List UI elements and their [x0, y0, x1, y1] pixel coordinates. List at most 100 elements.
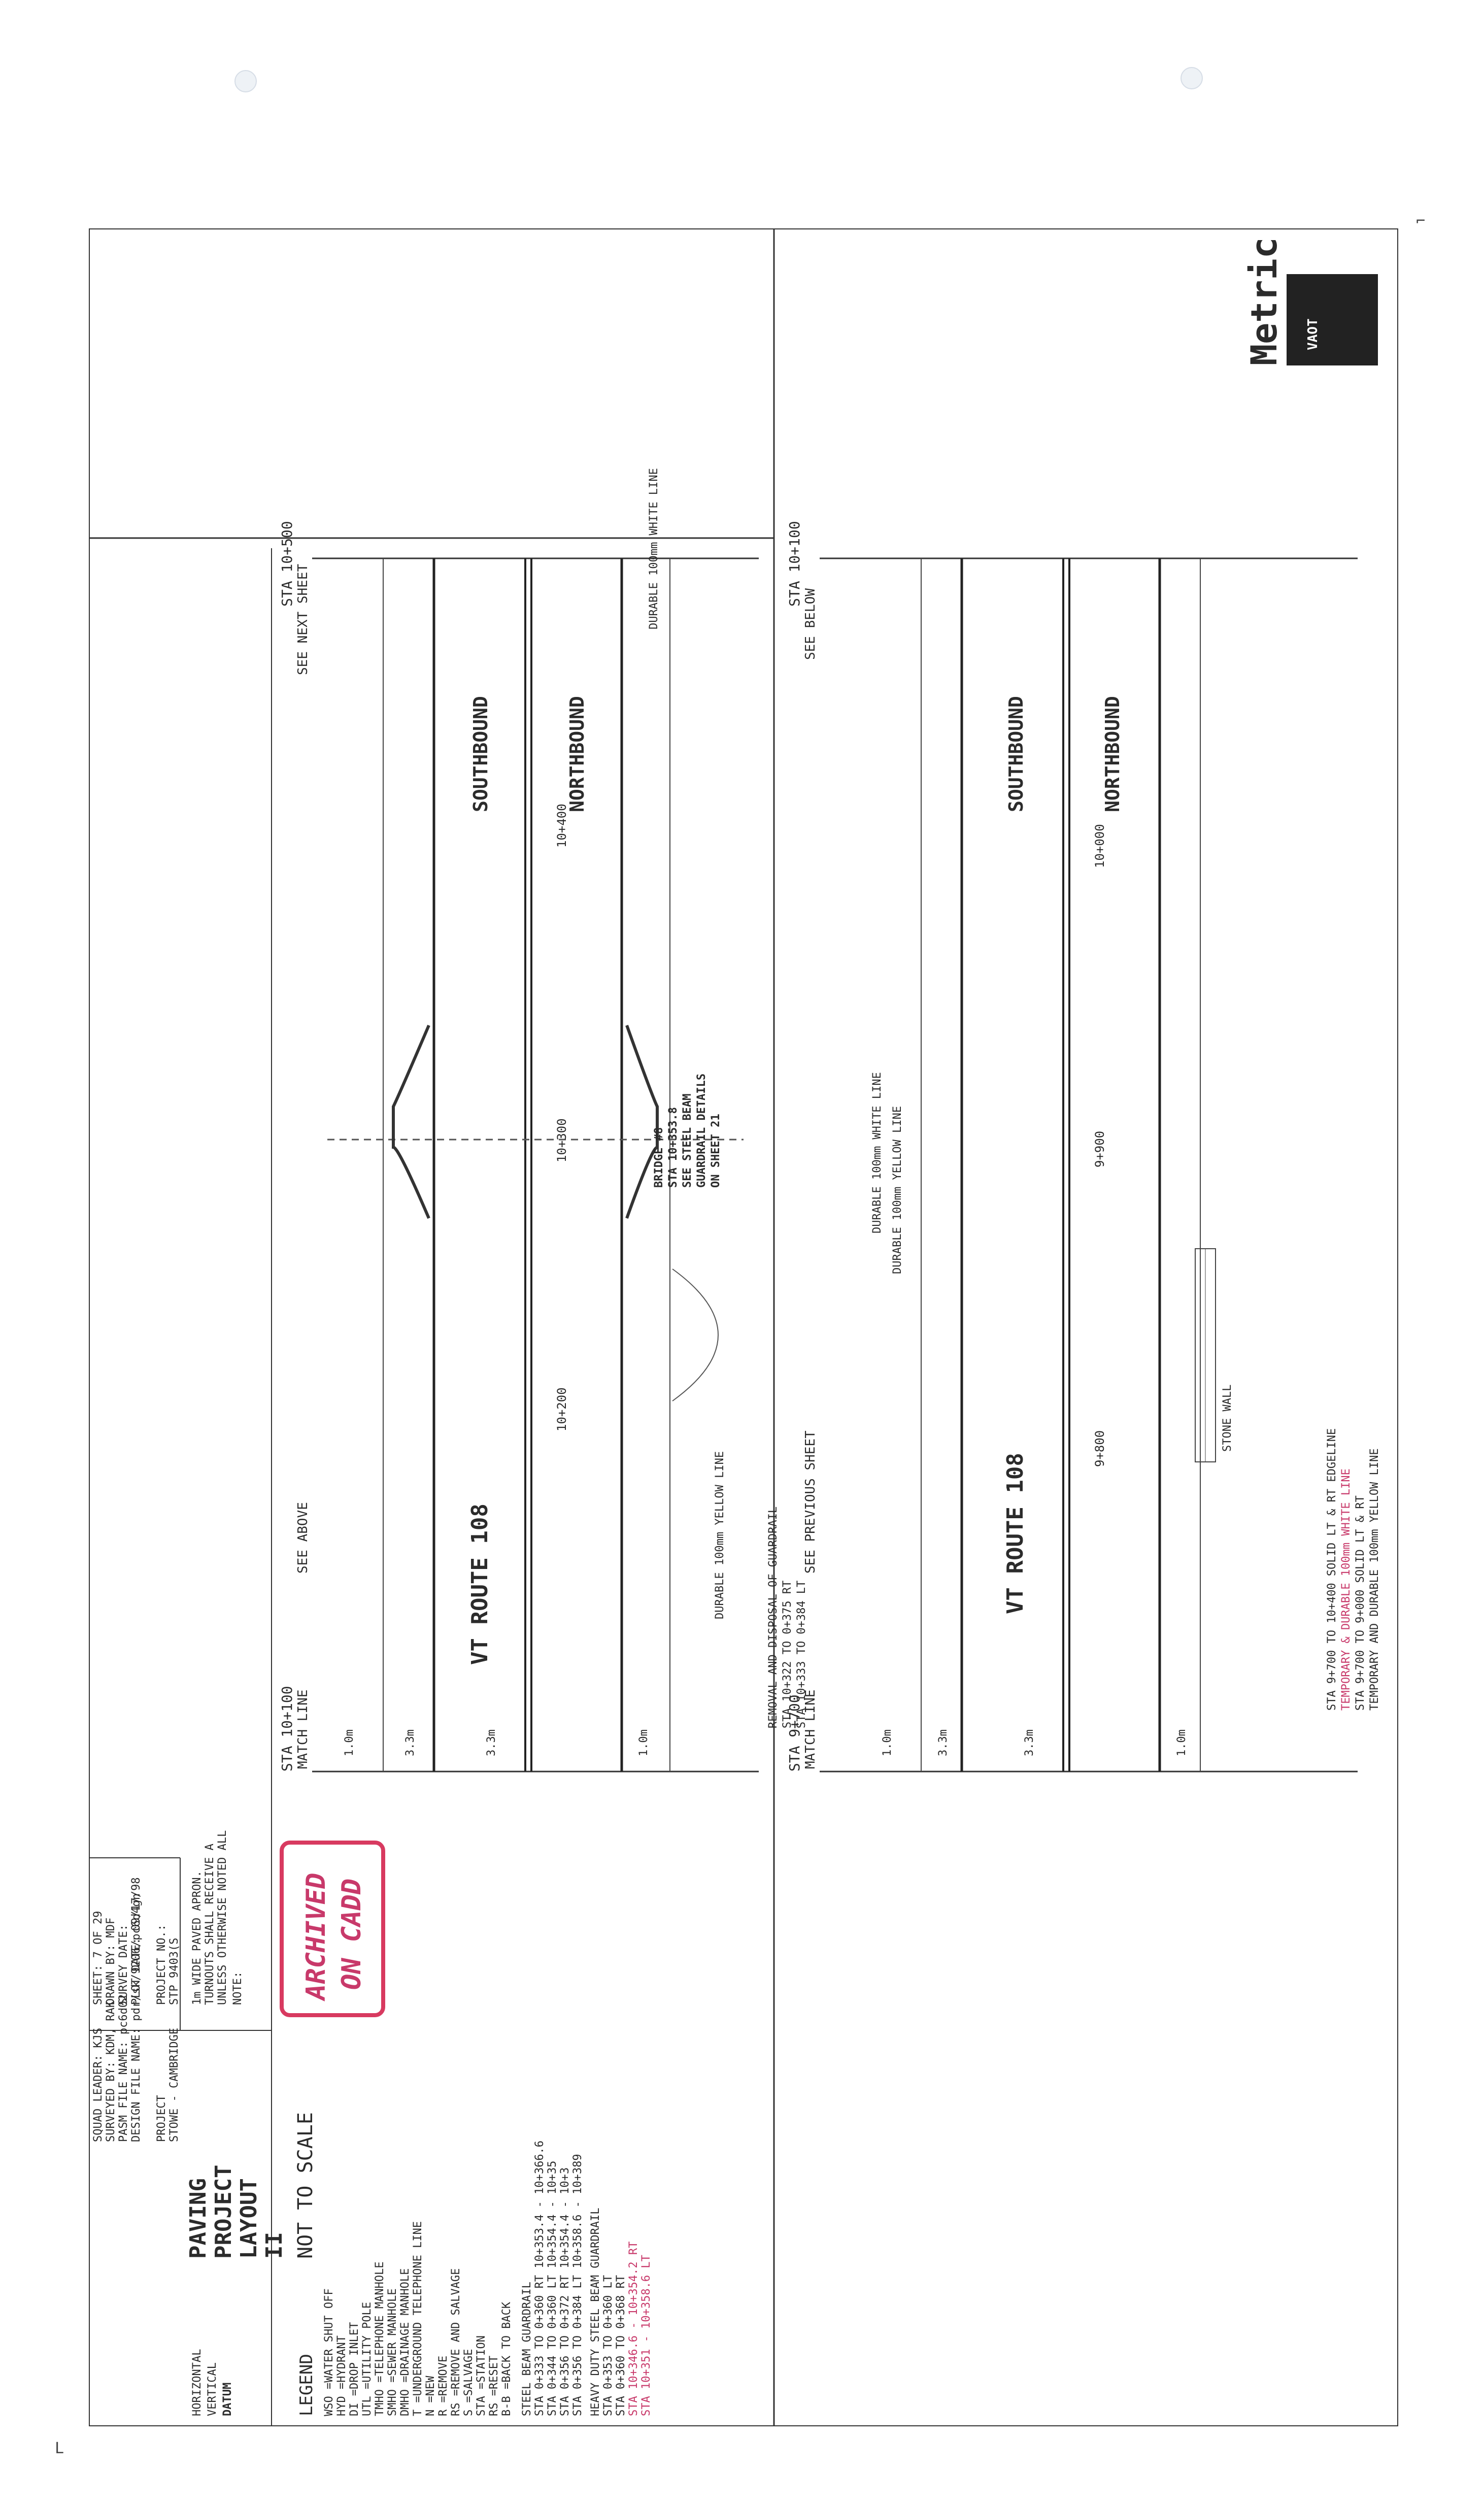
svg-text:LEGEND: LEGEND: [296, 2354, 317, 2416]
durable-white-note: DURABLE 100mm WHITE LINE: [648, 468, 660, 629]
plan-sheet-rotated: MATCH LINE SEE ABOVE STA 10+100 STA 10+5…: [88, 227, 1399, 2427]
svg-text:STA 9+700 TO 9+000 SOLID LT &: STA 9+700 TO 9+000 SOLID LT & RT: [1354, 1495, 1367, 1711]
svg-text:ON SHEET 21: ON SHEET 21: [710, 1114, 722, 1188]
corner-mark: L: [55, 2440, 64, 2457]
svg-text:R =REMOVE: R =REMOVE: [437, 2356, 450, 2416]
route-label: VT ROUTE 108: [1002, 1453, 1028, 1614]
svg-text:VAOT: VAOT: [1305, 318, 1321, 350]
svg-text:ARCHIVED: ARCHIVED: [301, 1873, 331, 2001]
durable-yellow-note: DURABLE 100mm YELLOW LINE: [891, 1106, 904, 1274]
svg-text:SURVEY DATE:: SURVEY DATE:: [117, 1924, 130, 2005]
see-previous-label: SEE PREVIOUS SHEET: [803, 1430, 818, 1574]
svg-text:VERTICAL: VERTICAL: [206, 2362, 219, 2416]
svg-text:REMOVAL AND DISPOSAL OF GUARDR: REMOVAL AND DISPOSAL OF GUARDRAIL: [767, 1507, 780, 1728]
sta-start-label: STA 10+100: [279, 1686, 295, 1772]
station-label: 10+000: [1093, 824, 1107, 868]
stone-wall-label: STONE WALL: [1221, 1385, 1234, 1452]
svg-text:DMHO =DRAINAGE MANHOLE: DMHO =DRAINAGE MANHOLE: [399, 2268, 412, 2416]
svg-text:SURVEYED BY: KDM, RAK: SURVEYED BY: KDM, RAK: [105, 2000, 117, 2142]
svg-text:N =NEW: N =NEW: [424, 2376, 437, 2416]
line-note: TEMPORARY AND DURABLE 100mm YELLOW LINE …: [1326, 1428, 1381, 1711]
corner-mark: ⌐: [1416, 212, 1426, 230]
lane-width: 3.3m: [404, 1729, 417, 1756]
svg-text:TEMPORARY AND DURABLE 100mm YE: TEMPORARY AND DURABLE 100mm YELLOW LINE: [1368, 1448, 1381, 1711]
svg-text:STA 10+333 TO 0+384 LT: STA 10+333 TO 0+384 LT: [795, 1581, 808, 1728]
legend: LEGEND WSO =WATER SHUT OFF HYD =HYDRANT …: [296, 2141, 653, 2416]
svg-text:STA 0+356 TO 0+372 RT 10+354.4: STA 0+356 TO 0+372 RT 10+354.4 - 10+3: [559, 2167, 571, 2416]
svg-text:PASM FILE NAME: pc6d02: PASM FILE NAME: pc6d02: [117, 1994, 130, 2142]
svg-text:SQUAD LEADER: KJS: SQUAD LEADER: KJS: [92, 2028, 105, 2142]
svg-text:STA 9+700 TO 10+400 SOLID LT &: STA 9+700 TO 10+400 SOLID LT & RT EDGELI…: [1326, 1428, 1338, 1711]
see-below-label: SEE BELOW: [803, 588, 818, 660]
lane-width: 1.0m: [343, 1729, 356, 1756]
title-block: PAVING PROJECT LAYOUT II NOT TO SCALE PR…: [92, 1830, 317, 2259]
station-label: 10+300: [555, 1118, 569, 1162]
removal-note: REMOVAL AND DISPOSAL OF GUARDRAIL STA 10…: [767, 1507, 808, 1728]
northbound-label: NORTHBOUND: [1101, 696, 1124, 812]
svg-text:LAYOUT: LAYOUT: [236, 2178, 262, 2259]
not-to-scale: NOT TO SCALE: [294, 2112, 317, 2259]
plan-drawing: MATCH LINE SEE ABOVE STA 10+100 STA 10+5…: [88, 227, 1399, 2427]
station-label: 9+800: [1093, 1430, 1107, 1467]
svg-text:STA 10+322 TO 0+375 RT: STA 10+322 TO 0+375 RT: [781, 1581, 794, 1728]
lane-width: 3.3m: [485, 1729, 498, 1756]
svg-text:HEAVY DUTY STEEL BEAM GUARDRAI: HEAVY DUTY STEEL BEAM GUARDRAIL: [589, 2208, 602, 2416]
sta-end-label: STA 10+100: [786, 521, 803, 607]
svg-text:RS =RESET: RS =RESET: [488, 2356, 500, 2416]
svg-text:TMHO =TELEPHONE MANHOLE: TMHO =TELEPHONE MANHOLE: [374, 2261, 386, 2416]
svg-text:STA 10+346.6 - 10+354.2 RT: STA 10+346.6 - 10+354.2 RT: [627, 2242, 640, 2416]
metric-logo: VAOT Metric: [1243, 237, 1378, 365]
bridge-note: BRIDGE #8 STA 10+353.8 SEE STEEL BEAM GU…: [653, 1074, 722, 1188]
svg-text:NOTE:: NOTE:: [231, 1972, 244, 2005]
svg-text:STA =STATION: STA =STATION: [475, 2335, 488, 2416]
svg-text:TEMPORARY & DURABLE 100mm WHIT: TEMPORARY & DURABLE 100mm WHITE LINE: [1340, 1468, 1353, 1711]
lane-width: 1.0m: [637, 1729, 650, 1756]
svg-text:UNLESS OTHERWISE NOTED ALL: UNLESS OTHERWISE NOTED ALL: [216, 1830, 229, 2005]
svg-text:PLOT DATE: 09/17/98: PLOT DATE: 09/17/98: [130, 1877, 143, 2005]
punch-hole: [234, 70, 257, 92]
svg-text:SMHO =SEWER MANHOLE: SMHO =SEWER MANHOLE: [386, 2288, 399, 2416]
svg-text:PAVING: PAVING: [185, 2178, 211, 2259]
svg-text:1m WIDE PAVED APRON.: 1m WIDE PAVED APRON.: [191, 1871, 204, 2005]
archived-stamp: ARCHIVED ON CADD: [280, 1841, 385, 2017]
svg-text:STA 10+353.8: STA 10+353.8: [667, 1107, 680, 1188]
durable-yellow-note: DURABLE 100mm YELLOW LINE: [714, 1451, 726, 1619]
see-above-label: SEE ABOVE: [295, 1502, 311, 1574]
svg-text:WSO =WATER SHUT OFF: WSO =WATER SHUT OFF: [323, 2288, 335, 2416]
svg-text:B-B =BACK TO BACK: B-B =BACK TO BACK: [500, 2301, 513, 2416]
sta-end-label: STA 10+500: [279, 521, 295, 607]
svg-text:HYD =HYDRANT: HYD =HYDRANT: [335, 2335, 348, 2416]
svg-text:STA 0+360 TO 0+368 RT: STA 0+360 TO 0+368 RT: [615, 2275, 627, 2416]
station-label: 10+200: [555, 1387, 569, 1431]
svg-text:DESIGN FILE NAME: pdr/sk/9206/: DESIGN FILE NAME: pdr/sk/9206/pc6d4gn: [130, 1893, 143, 2142]
svg-text:PROJECT: PROJECT: [211, 2165, 237, 2259]
punch-hole: [1181, 67, 1203, 89]
lane-width: 1.0m: [881, 1729, 894, 1756]
svg-text:DATUM: DATUM: [221, 2383, 234, 2416]
svg-text:STA 0+356 TO 0+384 LT 10+358.6: STA 0+356 TO 0+384 LT 10+358.6 - 10+389: [571, 2154, 584, 2416]
svg-text:PROJECT: PROJECT: [155, 2095, 168, 2142]
match-line-label: MATCH LINE: [295, 1689, 311, 1769]
match-line-label: MATCH LINE: [803, 1689, 818, 1769]
southbound-label: SOUTHBOUND: [1005, 696, 1027, 812]
gravel-turnout: [672, 1268, 719, 1401]
svg-text:STOWE - CAMBRIDGE: STOWE - CAMBRIDGE: [168, 2028, 181, 2142]
stone-wall: [1195, 1248, 1216, 1462]
upper-plan: MATCH LINE SEE PREVIOUS SHEET STA 9+700 …: [786, 521, 1381, 1773]
svg-text:T =UNDERGROUND TELEPHONE LINE: T =UNDERGROUND TELEPHONE LINE: [412, 2221, 424, 2416]
svg-text:TURNOUTS SHALL RECEIVE A: TURNOUTS SHALL RECEIVE A: [204, 1844, 216, 2005]
svg-text:STP 9403(S: STP 9403(S: [168, 1938, 181, 2005]
northbound-label: NORTHBOUND: [566, 696, 588, 812]
southbound-label: SOUTHBOUND: [469, 696, 492, 812]
station-label: 10+400: [555, 804, 569, 848]
durable-white-note: DURABLE 100mm WHITE LINE: [871, 1072, 884, 1233]
svg-text:HORIZONTAL: HORIZONTAL: [191, 2349, 204, 2416]
svg-text:STA 10+351 - 10+358.6 LT: STA 10+351 - 10+358.6 LT: [640, 2255, 653, 2416]
svg-text:GUARDRAIL DETAILS: GUARDRAIL DETAILS: [695, 1074, 708, 1188]
sta-start-label: STA 9+700: [786, 1694, 803, 1772]
see-next-label: SEE NEXT SHEET: [295, 564, 311, 675]
svg-text:Metric: Metric: [1243, 237, 1285, 365]
route-label: VT ROUTE 108: [467, 1504, 493, 1665]
svg-text:RS =REMOVE AND SALVAGE: RS =REMOVE AND SALVAGE: [450, 2268, 462, 2416]
